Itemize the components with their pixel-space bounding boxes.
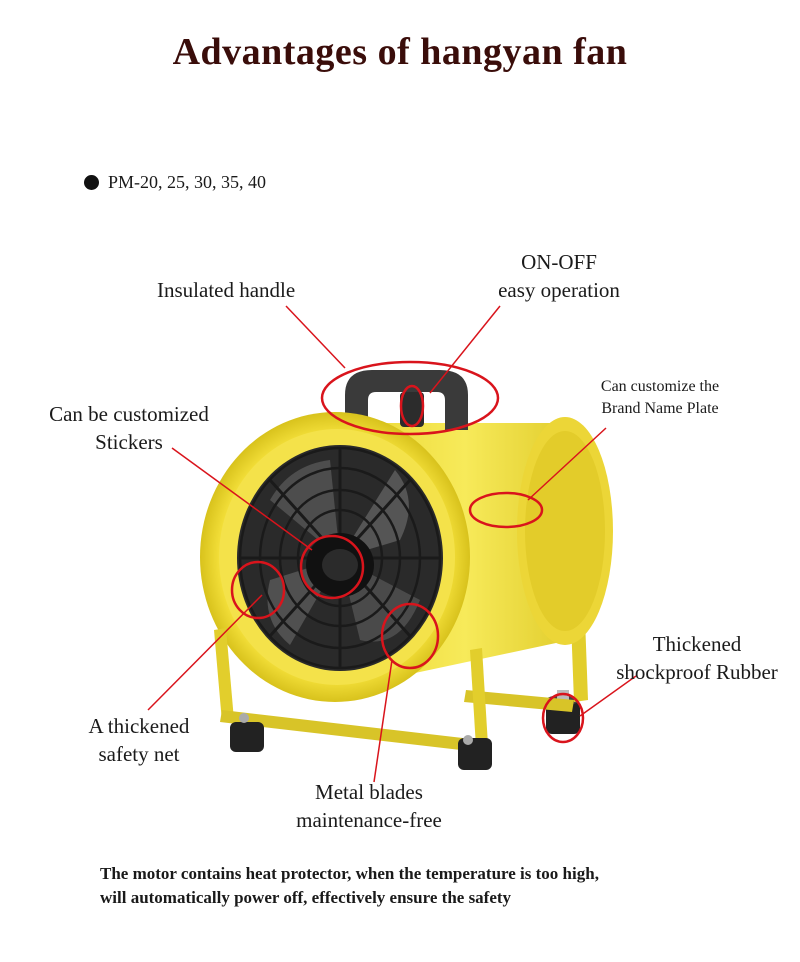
- label-on-off-line2: easy operation: [498, 278, 620, 302]
- label-stickers-line1: Can be customized: [49, 402, 209, 426]
- label-brand-plate-line1: Can customize the: [600, 378, 720, 395]
- label-rubber: Thickened shockproof Rubber: [598, 630, 796, 686]
- footer-line1: The motor contains heat protector, when …: [100, 864, 599, 883]
- callout-lines: [147, 305, 637, 783]
- label-safety-net: A thickened safety net: [76, 712, 202, 768]
- label-brand-plate-line2: Brand Name Plate: [601, 400, 719, 417]
- label-on-off: ON-OFF easy operation: [486, 248, 632, 304]
- label-insulated-handle: Insulated handle: [157, 278, 296, 302]
- footer-note: The motor contains heat protector, when …: [100, 862, 599, 910]
- front-guard: [200, 412, 470, 702]
- bullet-icon: [84, 175, 99, 190]
- label-stickers: Can be customized Stickers: [33, 400, 225, 456]
- footer-line2: will automatically power off, effectivel…: [100, 888, 512, 907]
- front-stand: [214, 628, 492, 770]
- label-rubber-line1: Thickened: [652, 632, 742, 656]
- label-rubber-line2: shockproof Rubber: [616, 660, 778, 684]
- label-brand-plate: Can customize the Brand Name Plate: [584, 376, 736, 420]
- model-list: PM-20, 25, 30, 35, 40: [84, 172, 266, 193]
- label-metal-blades-line1: Metal blades: [315, 780, 423, 804]
- label-metal-blades: Metal blades maintenance-free: [280, 778, 458, 834]
- label-safety-net-line1: A thickened: [88, 714, 190, 738]
- label-on-off-line1: ON-OFF: [521, 250, 597, 274]
- callout-circles: [230, 360, 585, 744]
- model-text: PM-20, 25, 30, 35, 40: [108, 172, 267, 192]
- label-metal-blades-line2: maintenance-free: [296, 808, 442, 832]
- label-stickers-line2: Stickers: [95, 430, 163, 454]
- page-title: Advantages of hangyan fan: [172, 31, 628, 73]
- label-safety-net-line2: safety net: [98, 742, 180, 766]
